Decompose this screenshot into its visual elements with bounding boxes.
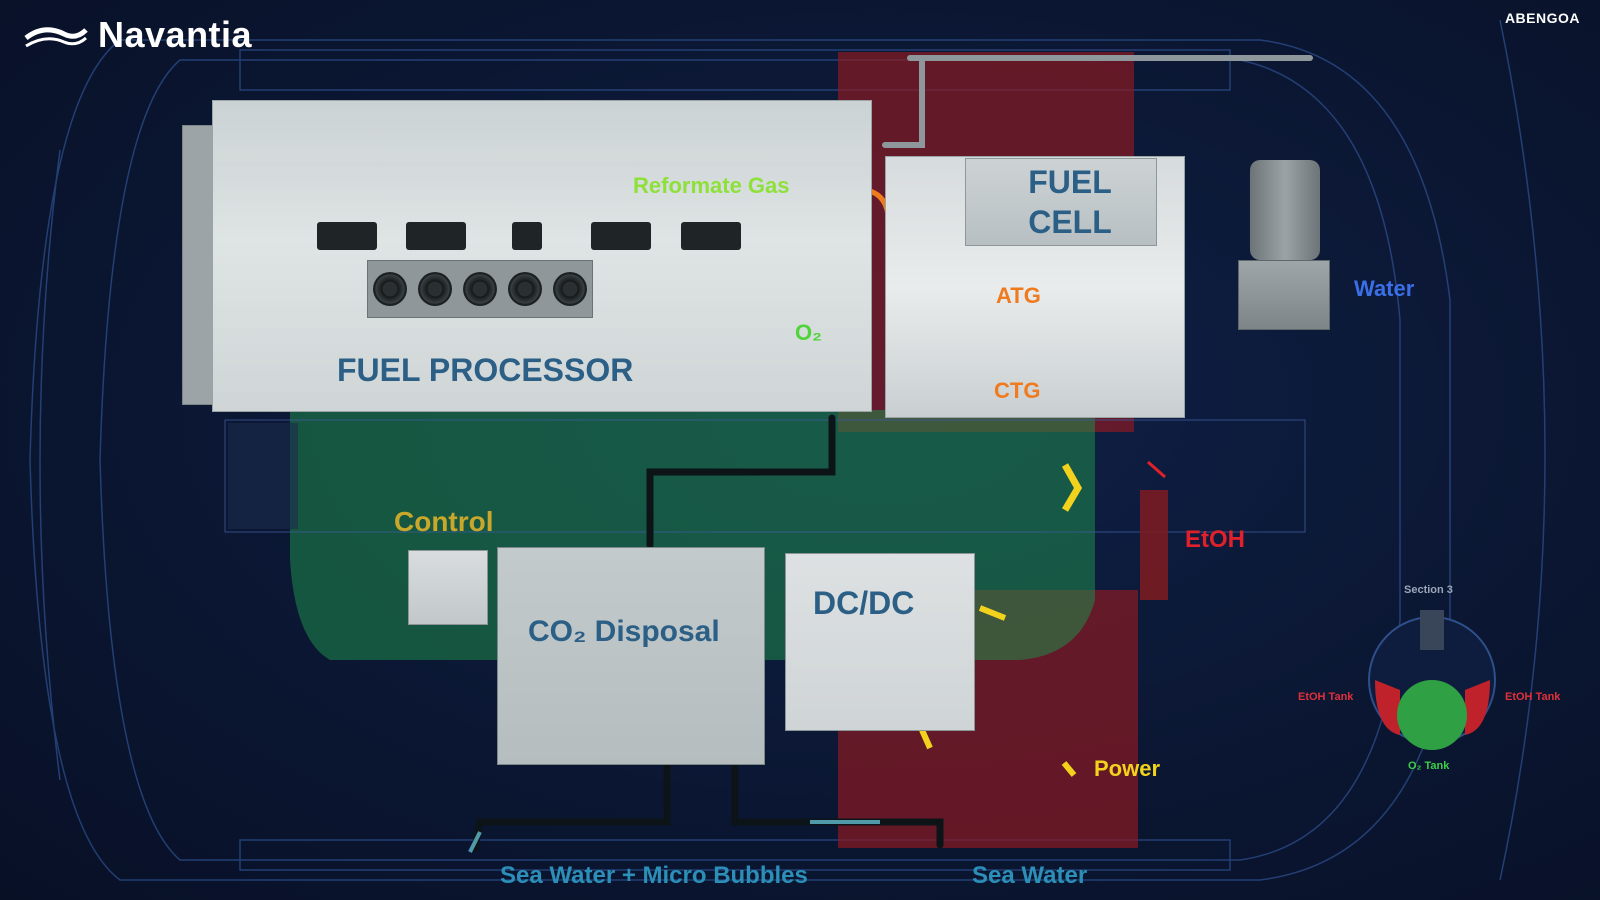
vent-block [681, 222, 741, 250]
partner-logo: ABENGOA [1504, 10, 1580, 26]
navantia-wave-logo-icon [24, 27, 88, 48]
atg-label: ATG [996, 283, 1041, 308]
fan-icon [418, 272, 453, 306]
brand-name: Navantia [98, 14, 253, 55]
vent-block [317, 222, 377, 250]
water-label: Water [1354, 276, 1415, 301]
dcdc-converter-unit [785, 553, 975, 731]
sea-water-micro-bubbles-label: Sea Water + Micro Bubbles [500, 862, 808, 889]
fuel-cell-label: FUEL CELL [1028, 164, 1112, 240]
dcdc-label: DC/DC [813, 585, 915, 621]
fan-icon [462, 272, 497, 306]
etoh-tank-right-label: EtOH Tank [1505, 691, 1561, 703]
section-label: Section 3 [1404, 584, 1453, 596]
control-label: Control [394, 506, 494, 537]
fuel-processor-unit [212, 100, 872, 412]
fan-icon [507, 272, 542, 306]
control-unit [408, 550, 488, 625]
fan-icon [552, 272, 587, 306]
water-unit [1238, 260, 1330, 330]
fan-panel [367, 260, 593, 318]
fan-icon [373, 272, 408, 306]
o2-label: O₂ [795, 320, 822, 345]
fuel-cell-stack [965, 158, 1157, 246]
fuel-processor-label: FUEL PROCESSOR [337, 352, 634, 388]
vent-block [591, 222, 651, 250]
ctg-label: CTG [994, 378, 1041, 403]
etoh-label: EtOH [1185, 526, 1245, 553]
vent-block [406, 222, 466, 250]
water-tank [1250, 160, 1320, 260]
co2-disposal-label: CO₂ Disposal [528, 615, 720, 648]
brand-logo: Navantia [24, 14, 252, 56]
sea-water-label: Sea Water [972, 862, 1088, 889]
etoh-tank-left-label: EtOH Tank [1298, 691, 1354, 703]
o2-tank-label: O₂ Tank [1408, 760, 1450, 772]
co2-disposal-unit [497, 547, 765, 765]
vent-block [512, 222, 542, 250]
section-inset-icon [1368, 610, 1496, 750]
reformate-gas-label: Reformate Gas [633, 173, 790, 198]
power-label: Power [1094, 756, 1161, 781]
